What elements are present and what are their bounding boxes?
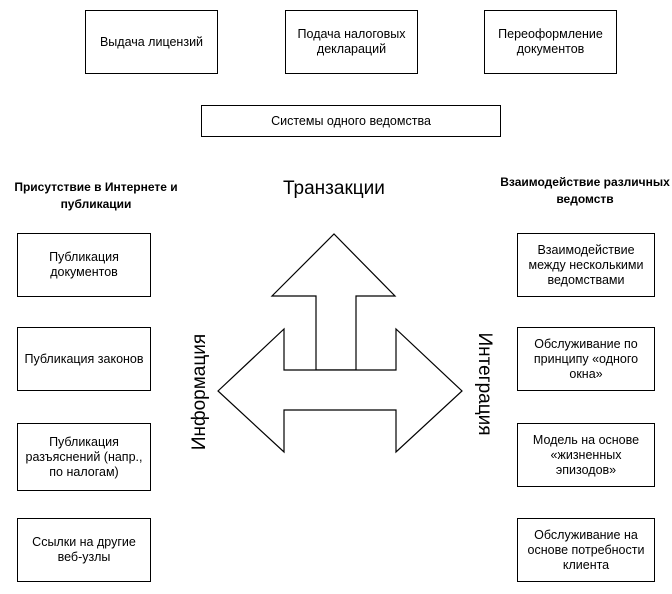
transactions-label: Транзакции	[283, 178, 385, 199]
box-single-agency-systems-label: Системы одного ведомства	[271, 113, 431, 128]
box-multi-agency-interaction-label: Взаимодействие между несколькими ведомст…	[528, 242, 644, 287]
box-document-reissue: Переоформление документов	[484, 10, 617, 74]
box-client-needs-service: Обслуживание на основе потребности клиен…	[517, 518, 655, 582]
up-arrow-shape	[270, 233, 397, 371]
box-one-stop-shop: Обслуживание по принципу «одного окна»	[517, 327, 655, 391]
box-publish-laws: Публикация законов	[17, 327, 151, 391]
box-license-issuance: Выдача лицензий	[85, 10, 218, 74]
right-column-heading: Взаимодействие различных ведомств	[500, 175, 670, 206]
information-label: Информация	[189, 333, 210, 451]
box-document-reissue-label: Переоформление документов	[498, 27, 603, 56]
box-license-issuance-label: Выдача лицензий	[99, 34, 204, 49]
box-life-events-model: Модель на основе «жизненных эпизодов»	[517, 423, 655, 487]
box-multi-agency-interaction: Взаимодействие между несколькими ведомст…	[517, 233, 655, 297]
box-publish-clarifications-label: Публикация разъяснений (напр., по налога…	[25, 434, 143, 479]
box-external-links-label: Ссылки на другие веб-узлы	[32, 535, 136, 564]
box-tax-declarations: Подача налоговых деклараций	[285, 10, 418, 74]
horizontal-double-arrow-shape	[217, 327, 463, 454]
box-single-agency-systems: Системы одного ведомства	[201, 105, 501, 137]
box-client-needs-service-label: Обслуживание на основе потребности клиен…	[527, 527, 645, 572]
left-column-heading: Присутствие в Интернете и публикации	[14, 180, 178, 211]
box-publish-documents-label: Публикация документов	[49, 250, 119, 279]
box-one-stop-shop-label: Обслуживание по принципу «одного окна»	[533, 336, 639, 381]
box-publish-laws-label: Публикация законов	[24, 351, 144, 366]
integration-label: Интеграция	[474, 332, 495, 436]
box-publish-documents: Публикация документов	[17, 233, 151, 297]
box-tax-declarations-label: Подача налоговых деклараций	[297, 27, 406, 56]
box-external-links: Ссылки на другие веб-узлы	[17, 518, 151, 582]
box-life-events-model-label: Модель на основе «жизненных эпизодов»	[532, 432, 640, 477]
box-publish-clarifications: Публикация разъяснений (напр., по налога…	[17, 423, 151, 491]
